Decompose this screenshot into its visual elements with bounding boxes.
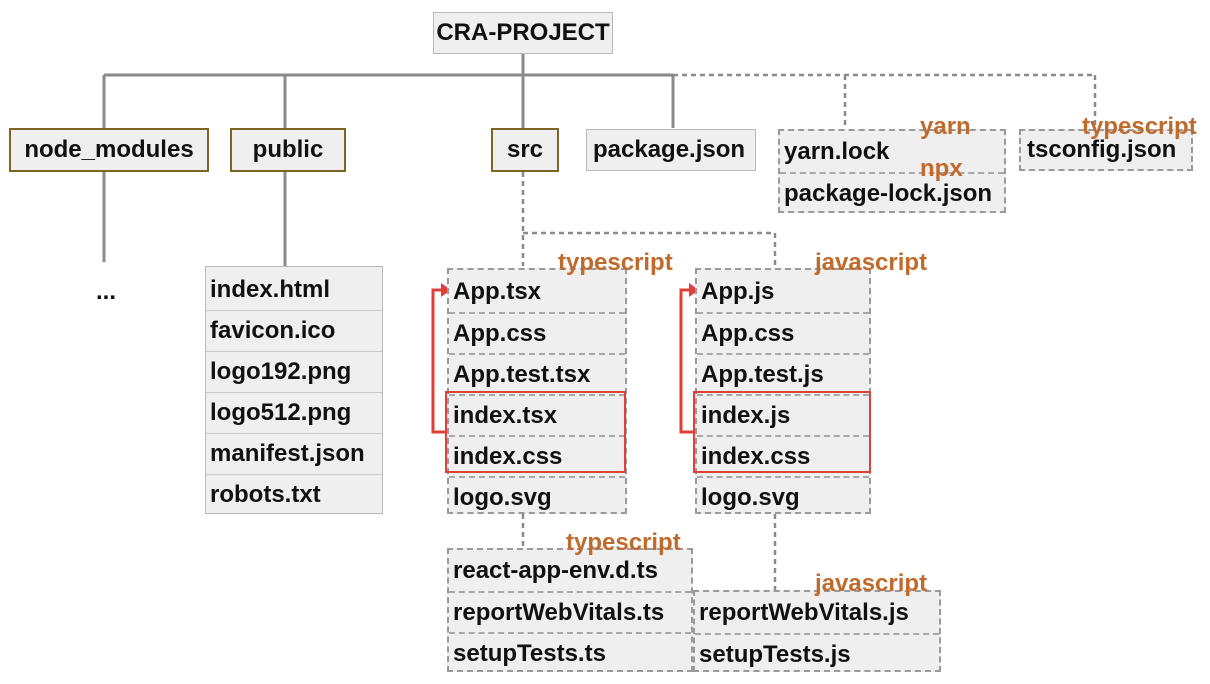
javascript-extra-tag: javascript	[815, 570, 928, 597]
node-modules-ellipsis: ...	[96, 278, 117, 305]
js-extra-file: setupTests.js	[695, 633, 939, 674]
typescript-src-tag: typescript	[558, 249, 673, 276]
typescript-config-tag: typescript	[1082, 113, 1197, 140]
public-file: robots.txt	[206, 474, 382, 515]
src-js-file: App.test.js	[697, 353, 869, 394]
src-ts-file: logo.svg	[449, 476, 625, 517]
package-json-file: package.json	[586, 129, 756, 171]
package-manager-lock-files: yarn.lock package-lock.json	[778, 129, 1006, 213]
public-file: index.html	[210, 275, 331, 303]
public-folder: public	[230, 128, 346, 172]
public-file: logo192.png	[206, 351, 382, 392]
src-ts-file: index.css	[449, 435, 625, 476]
ts-extra-file: setupTests.ts	[449, 632, 691, 673]
ts-extra-file: react-app-env.d.ts	[453, 556, 658, 584]
npx-tag: npx	[920, 155, 963, 182]
js-extra-file: reportWebVitals.js	[699, 598, 909, 626]
public-file: manifest.json	[206, 433, 382, 474]
src-ts-file: App.css	[449, 312, 625, 353]
src-folder: src	[491, 128, 559, 172]
src-ts-file: index.tsx	[449, 394, 625, 435]
src-js-file: App.css	[697, 312, 869, 353]
js-entry-highlight	[693, 391, 871, 473]
javascript-extra-file-list: reportWebVitals.js setupTests.js	[693, 590, 941, 672]
public-file: favicon.ico	[206, 310, 382, 351]
yarn-tag: yarn	[920, 113, 971, 140]
src-ts-file: App.test.tsx	[449, 353, 625, 394]
tsconfig-file: tsconfig.json	[1019, 129, 1193, 171]
src-js-file: index.css	[697, 435, 869, 476]
src-ts-file: App.tsx	[453, 277, 542, 305]
root-folder: CRA-PROJECT	[433, 12, 613, 54]
javascript-src-tag: javascript	[815, 249, 928, 276]
public-file-list: index.html favicon.ico logo192.png logo5…	[205, 266, 383, 514]
typescript-extra-file-list: react-app-env.d.ts reportWebVitals.ts se…	[447, 548, 693, 672]
src-js-file: logo.svg	[697, 476, 869, 517]
typescript-extra-tag: typescript	[566, 529, 681, 556]
node-modules-folder: node_modules	[9, 128, 209, 172]
src-js-file: App.js	[701, 277, 775, 305]
ts-entry-highlight	[445, 391, 626, 473]
public-file: logo512.png	[206, 392, 382, 433]
yarn-lock-file: yarn.lock	[784, 137, 890, 165]
src-js-file: index.js	[697, 394, 869, 435]
package-lock-file: package-lock.json	[780, 172, 1004, 213]
ts-extra-file: reportWebVitals.ts	[449, 591, 691, 632]
